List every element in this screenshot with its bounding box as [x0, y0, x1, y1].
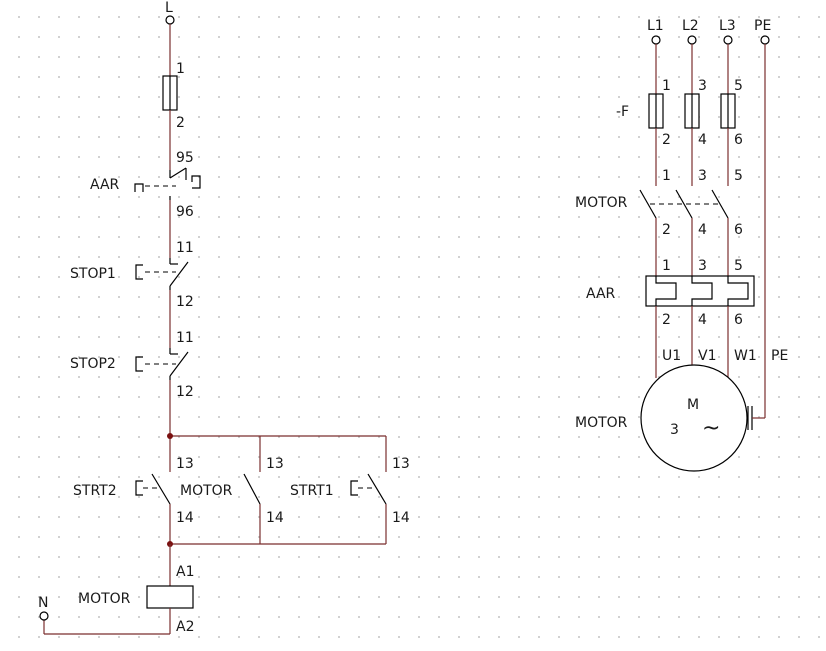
fuse-bottom-2: 2 [662, 132, 671, 148]
motor-contactor-coil[interactable] [146, 585, 194, 609]
terminal-n[interactable] [39, 611, 49, 621]
aar-overload-contact[interactable] [134, 167, 201, 200]
overload-bottom-4: 4 [698, 312, 707, 328]
coil-terminal-a2: A2 [176, 619, 194, 635]
motor-ac-symbol: ~ [702, 416, 720, 441]
fuse-bottom-6: 6 [734, 132, 743, 148]
phase-label-l1: L1 [647, 18, 664, 34]
contactor-top-3: 3 [698, 168, 707, 184]
fuse-top-5: 5 [734, 78, 743, 94]
overload-label: AAR [586, 286, 616, 302]
aar-terminal-96: 96 [176, 204, 194, 220]
coil-label: MOTOR [78, 591, 131, 607]
overload-top-3: 3 [698, 258, 707, 274]
junction-node [167, 433, 173, 439]
terminal-l3[interactable] [723, 35, 733, 45]
coil-terminal-a1: A1 [176, 564, 194, 580]
contactor-top-5: 5 [734, 168, 743, 184]
hold-terminal-13: 13 [266, 456, 284, 472]
stop2-label: STOP2 [70, 356, 116, 372]
hold-terminal-14: 14 [266, 510, 284, 526]
strt1-button-contact[interactable] [350, 473, 387, 505]
contactor-bottom-2: 2 [662, 222, 671, 238]
power-circuit: L1 L2 L3 PE -F 1 3 5 2 4 6 1 3 5 [575, 18, 788, 472]
strt1-label: STRT1 [290, 483, 334, 499]
supply-n-label: N [38, 595, 48, 611]
fuse-bottom-4: 4 [698, 132, 707, 148]
contactor-label: MOTOR [575, 195, 628, 211]
strt1-terminal-13: 13 [392, 456, 410, 472]
terminal-pe[interactable] [760, 35, 770, 45]
stop2-terminal-12: 12 [176, 384, 194, 400]
stop1-terminal-11: 11 [176, 240, 194, 256]
motor-label: MOTOR [575, 415, 628, 431]
overload-bottom-2: 2 [662, 312, 671, 328]
phase-label-pe: PE [754, 18, 771, 34]
fuse-top-1: 1 [662, 78, 671, 94]
overload-bottom-6: 6 [734, 312, 743, 328]
motor-phase-count: 3 [670, 422, 679, 438]
overload-top-1: 1 [662, 258, 671, 274]
contactor-bottom-4: 4 [698, 222, 707, 238]
aar-overload-relay[interactable] [645, 275, 755, 307]
strt2-label: STRT2 [73, 483, 117, 499]
motor-terminal-pe: PE [771, 348, 788, 364]
fuse-label: -F [616, 104, 629, 120]
contactor-top-1: 1 [662, 168, 671, 184]
motor-terminal-w1: W1 [734, 348, 757, 364]
stop1-button-contact[interactable] [135, 258, 189, 290]
motor-terminal-v1: V1 [698, 348, 716, 364]
three-phase-motor[interactable] [640, 364, 765, 472]
fuse-terminal-1: 1 [176, 61, 185, 77]
aar-terminal-95: 95 [176, 150, 194, 166]
terminal-l2[interactable] [687, 35, 697, 45]
motor-symbol: M [687, 397, 699, 413]
strt2-terminal-14: 14 [176, 510, 194, 526]
motor-terminal-u1: U1 [662, 348, 681, 364]
terminal-l1[interactable] [651, 35, 661, 45]
overload-top-5: 5 [734, 258, 743, 274]
phase-label-l3: L3 [719, 18, 736, 34]
hold-contact-label: MOTOR [180, 483, 233, 499]
contactor-bottom-6: 6 [734, 222, 743, 238]
terminal-l[interactable] [165, 15, 175, 25]
aar-contact-label: AAR [90, 177, 120, 193]
strt2-button-contact[interactable] [135, 473, 171, 505]
phase-label-l2: L2 [682, 18, 699, 34]
fuse-top-3: 3 [698, 78, 707, 94]
stop1-label: STOP1 [70, 266, 116, 282]
fuse-terminal-2: 2 [176, 115, 185, 131]
supply-l-label: L [165, 0, 173, 16]
stop2-terminal-11: 11 [176, 330, 194, 346]
strt1-terminal-14: 14 [392, 510, 410, 526]
control-fuse[interactable] [162, 75, 178, 111]
motor-holding-contact[interactable] [243, 473, 261, 505]
power-fuses[interactable] [648, 93, 736, 129]
stop2-button-contact[interactable] [135, 348, 189, 380]
control-circuit: L 1 2 95 AAR 96 11 [38, 0, 410, 635]
motor-contactor-main-contacts[interactable] [639, 189, 729, 219]
stop1-terminal-12: 12 [176, 294, 194, 310]
strt2-terminal-13: 13 [176, 456, 194, 472]
